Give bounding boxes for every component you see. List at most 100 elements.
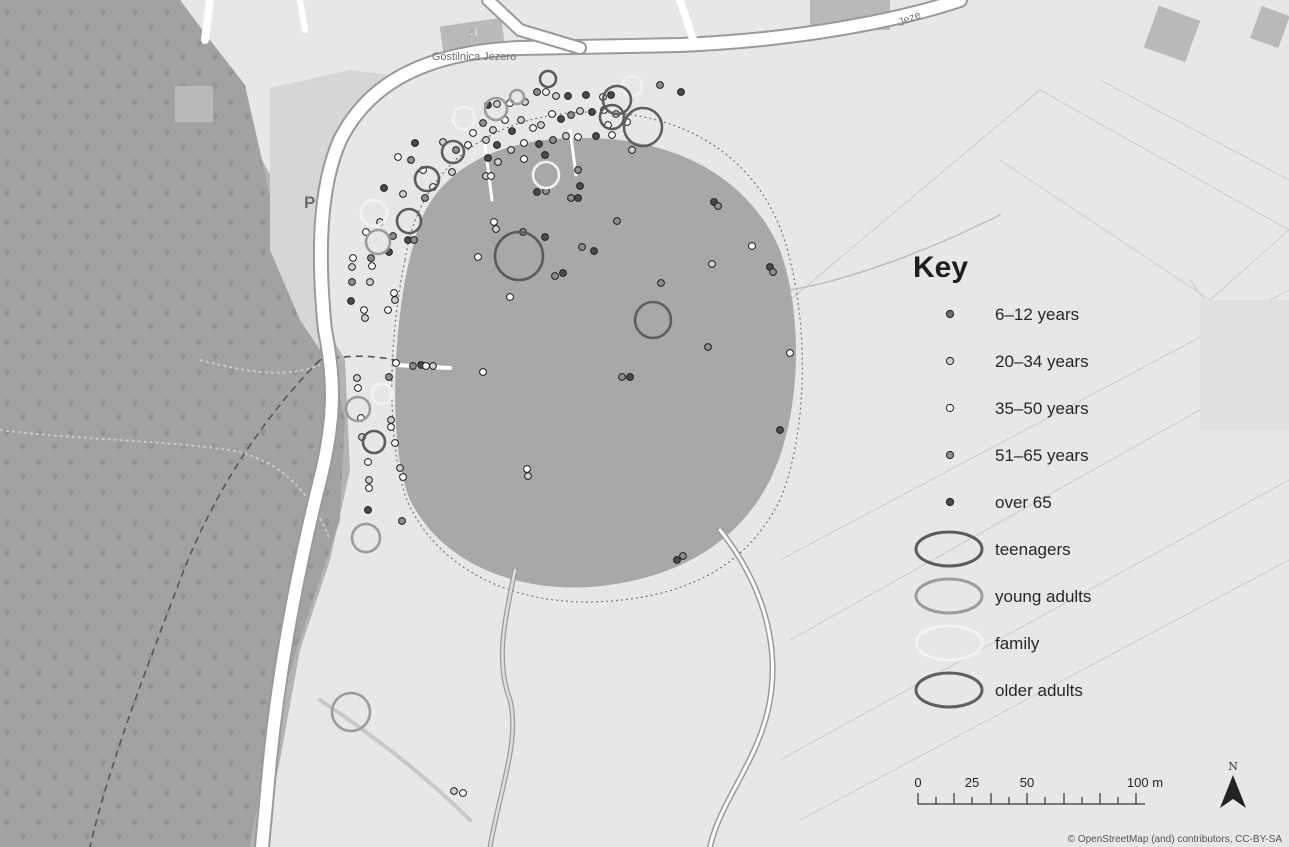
observation-dot xyxy=(507,146,515,154)
observation-dot xyxy=(385,373,393,381)
observation-dot xyxy=(387,416,395,424)
legend-item: family xyxy=(914,624,1040,662)
legend-item: teenagers xyxy=(914,530,1071,568)
observation-dot xyxy=(452,146,460,154)
legend-item: older adults xyxy=(914,671,1083,709)
legend-item: 6–12 years xyxy=(945,305,1079,324)
observation-dot xyxy=(574,133,582,141)
observation-dot xyxy=(392,359,400,367)
scale-label: 0 xyxy=(914,775,921,790)
restaurant-icon: 🍴 xyxy=(465,27,482,44)
group-ring xyxy=(350,522,382,554)
observation-dot xyxy=(365,476,373,484)
observation-dot xyxy=(628,146,636,154)
observation-dot xyxy=(399,190,407,198)
restaurant-poi: 🍴 Gostilnica Jezero xyxy=(432,27,516,63)
observation-dot xyxy=(578,243,586,251)
observation-dot xyxy=(567,111,575,119)
observation-dot xyxy=(708,260,716,268)
observation-dot xyxy=(588,108,596,116)
legend-item: over 65 xyxy=(945,493,1052,512)
north-label: N xyxy=(1228,760,1238,773)
observation-dot xyxy=(786,349,794,357)
group-ring xyxy=(598,103,626,131)
observation-dot xyxy=(394,153,402,161)
observation-dot xyxy=(493,100,501,108)
observation-dot xyxy=(367,254,375,262)
group-ring xyxy=(359,198,389,228)
observation-dot xyxy=(714,202,722,210)
north-arrow: N xyxy=(1220,760,1246,808)
observation-dot xyxy=(548,110,556,118)
parking-area xyxy=(270,70,390,350)
legend-item-label: young adults xyxy=(995,587,1091,606)
observation-dot xyxy=(464,141,472,149)
scale-label: 50 xyxy=(1020,775,1034,790)
observation-dot xyxy=(353,374,361,382)
group-ring xyxy=(493,230,545,282)
observation-dot xyxy=(364,458,372,466)
observation-dot xyxy=(673,556,681,564)
legend-item-label: over 65 xyxy=(995,493,1052,512)
observation-dot xyxy=(576,107,584,115)
observation-dot xyxy=(506,293,514,301)
observation-dot xyxy=(361,314,369,322)
legend-dot-icon xyxy=(945,356,955,366)
observation-dot xyxy=(592,132,600,140)
observation-dot xyxy=(549,136,557,144)
observation-dot xyxy=(490,218,498,226)
observation-dot xyxy=(366,278,374,286)
observation-dot xyxy=(523,465,531,473)
group-ring xyxy=(344,395,372,423)
observation-dot xyxy=(492,225,500,233)
observation-dot xyxy=(459,789,467,797)
observation-dot xyxy=(479,368,487,376)
observation-dot xyxy=(657,279,665,287)
legend-dot-icon xyxy=(945,309,955,319)
observation-dot xyxy=(411,139,419,147)
legend-title: Key xyxy=(913,251,968,284)
observation-dot xyxy=(448,168,456,176)
group-ring xyxy=(364,228,392,256)
scale-label: 25 xyxy=(965,775,979,790)
legend-item: 20–34 years xyxy=(945,352,1089,371)
observation-dot xyxy=(407,156,415,164)
observation-dot xyxy=(409,362,417,370)
observation-dot xyxy=(559,269,567,277)
roads xyxy=(201,0,1001,847)
observation-dot xyxy=(348,263,356,271)
observation-dot xyxy=(656,81,664,89)
observation-dot xyxy=(524,472,532,480)
observation-dot xyxy=(535,140,543,148)
parking-label: P xyxy=(304,193,315,212)
observation-dot xyxy=(542,88,550,96)
poi-name-label: Gostilnica Jezero xyxy=(432,51,516,63)
observation-dot xyxy=(552,92,560,100)
scale-label: 100 m xyxy=(1127,775,1163,790)
group-ring xyxy=(361,429,387,455)
observation-dot xyxy=(421,194,429,202)
group-ring xyxy=(395,207,423,235)
observation-dot xyxy=(349,254,357,262)
group-ring xyxy=(483,96,509,122)
observation-dot xyxy=(582,91,590,99)
lake xyxy=(395,137,797,588)
observation-dot xyxy=(391,439,399,447)
observation-dot xyxy=(769,268,777,276)
observation-dot xyxy=(398,517,406,525)
observation-dot xyxy=(354,384,362,392)
legend-dot-icon xyxy=(945,497,955,507)
north-arrow-icon xyxy=(1220,775,1246,808)
legend-item-label: family xyxy=(995,634,1040,653)
observation-dot xyxy=(533,188,541,196)
observation-dot xyxy=(574,166,582,174)
group-ring xyxy=(531,160,561,190)
legend-ring-icon xyxy=(914,530,984,568)
legend-item-label: teenagers xyxy=(995,540,1071,559)
observation-dot xyxy=(748,242,756,250)
observation-dot xyxy=(576,182,584,190)
observation-dot xyxy=(380,184,388,192)
observation-dot xyxy=(607,91,615,99)
